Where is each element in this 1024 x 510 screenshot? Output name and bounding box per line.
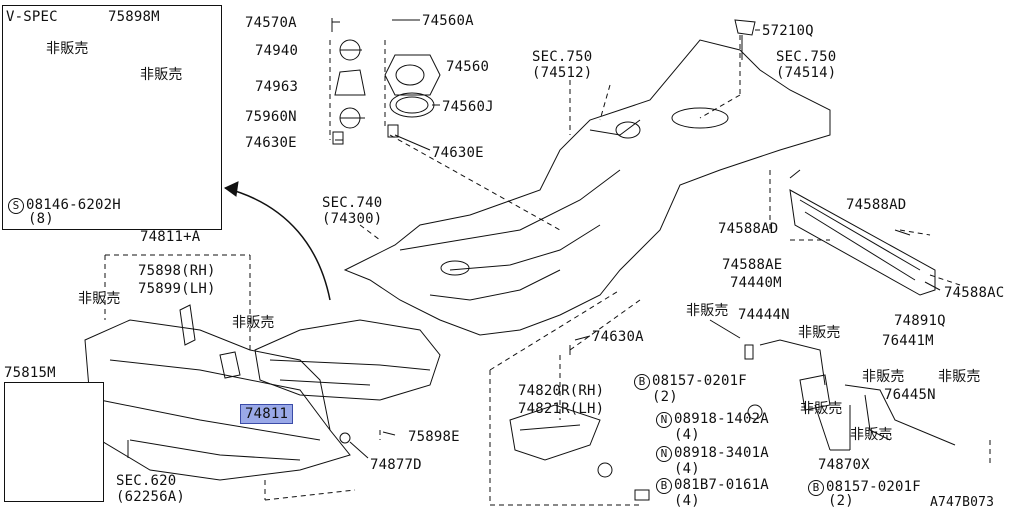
part-label-75898RH[interactable]: 75898(RH) <box>138 263 216 279</box>
part-label-74891Q[interactable]: 74891Q <box>894 313 946 329</box>
part-label-74963[interactable]: 74963 <box>255 79 299 95</box>
part-label-74877D[interactable]: 74877D <box>370 457 422 473</box>
inset-not-sold-label: 非販売 <box>46 41 89 57</box>
floor-pan-outline <box>343 39 831 336</box>
inset-bolt-part: 08146-6202H <box>26 197 121 213</box>
part-label-75960N[interactable]: 75960N <box>245 109 297 125</box>
part-label-76445N[interactable]: 76445N <box>884 387 936 403</box>
part-label-76441M[interactable]: 76441M <box>882 333 934 349</box>
part-label-74588AD[interactable]: 74588AD <box>718 221 779 237</box>
part-label-74570A[interactable]: 74570A <box>245 15 297 31</box>
n-nut-part: 08918-3401A <box>674 445 769 461</box>
tunnel-brace <box>789 189 936 296</box>
inset-not-sold-label: 非販売 <box>140 67 183 83</box>
inset-part-number: 75898M <box>108 9 160 25</box>
part-label-74588AE[interactable]: 74588AE <box>722 257 783 273</box>
b-bolt-qty: (2) <box>652 389 678 405</box>
vspec-inset <box>2 5 222 230</box>
not-sold-label: 非販売 <box>800 401 843 417</box>
part-label-74821R[interactable]: 74821R(LH) <box>518 401 605 417</box>
part-label-74630A[interactable]: 74630A <box>592 329 644 345</box>
not-sold-label: 非販売 <box>78 291 121 307</box>
b-bolt-part: 081B7-0161A <box>674 477 769 493</box>
sec-620-ref: (62256A) <box>116 489 186 505</box>
sec-740-ref: (74300) <box>322 211 383 227</box>
part-label-75815M[interactable]: 75815M <box>4 365 56 381</box>
part-label-75898E[interactable]: 75898E <box>408 429 460 445</box>
n-symbol-icon: N <box>656 446 672 462</box>
sec-740-label[interactable]: SEC.740 <box>322 195 383 211</box>
not-sold-label: 非販売 <box>938 369 981 385</box>
part-label-74811A[interactable]: 74811+A <box>140 229 201 245</box>
part-label-74560A[interactable]: 74560A <box>422 13 474 29</box>
n-nut-qty: (4) <box>674 427 700 443</box>
b-symbol-icon: B <box>656 478 672 494</box>
part-label-74560J[interactable]: 74560J <box>442 99 494 115</box>
part-label-74440M[interactable]: 74440M <box>730 275 782 291</box>
part-label-75899LH[interactable]: 75899(LH) <box>138 281 216 297</box>
not-sold-label: 非販売 <box>862 369 905 385</box>
not-sold-label: 非販売 <box>686 303 729 319</box>
b-bolt-part: 08157-0201F <box>826 479 921 495</box>
sec-750-label[interactable]: SEC.750 <box>776 49 837 65</box>
sec-750-label[interactable]: SEC.750 <box>532 49 593 65</box>
part-label-74588AD[interactable]: 74588AD <box>846 197 907 213</box>
part-label-74630E[interactable]: 74630E <box>432 145 484 161</box>
sec-620-label[interactable]: SEC.620 <box>116 473 177 489</box>
part-label-74811-highlighted[interactable]: 74811 <box>240 404 294 424</box>
b-bolt-qty: (4) <box>674 493 700 509</box>
inset-bolt-qty: (8) <box>28 211 54 227</box>
not-sold-label: 非販売 <box>232 315 275 331</box>
n-symbol-icon: N <box>656 412 672 428</box>
n-nut-part: 08918-1402A <box>674 411 769 427</box>
b-symbol-icon: B <box>634 374 650 390</box>
part-label-74560[interactable]: 74560 <box>446 59 490 75</box>
part-label-74444N[interactable]: 74444N <box>738 307 790 323</box>
diagram-id: A747B073 <box>930 495 995 510</box>
warning-label-box <box>4 382 104 502</box>
sec-750-ref: (74514) <box>776 65 837 81</box>
part-label-57210Q[interactable]: 57210Q <box>762 23 814 39</box>
part-label-74940[interactable]: 74940 <box>255 43 299 59</box>
part-label-74630E[interactable]: 74630E <box>245 135 297 151</box>
not-sold-label: 非販売 <box>798 325 841 341</box>
b-symbol-icon: B <box>808 480 824 496</box>
b-bolt-part: 08157-0201F <box>652 373 747 389</box>
sec-750-ref: (74512) <box>532 65 593 81</box>
inset-title: V-SPEC <box>6 9 58 25</box>
part-label-74870X[interactable]: 74870X <box>818 457 870 473</box>
front-under-cover <box>84 319 351 481</box>
s-symbol-icon: S <box>8 198 24 214</box>
b-bolt-qty: (2) <box>828 493 854 509</box>
not-sold-label: 非販売 <box>850 427 893 443</box>
part-label-74588AC[interactable]: 74588AC <box>944 285 1005 301</box>
n-nut-qty: (4) <box>674 461 700 477</box>
part-label-74820R[interactable]: 74820R(RH) <box>518 383 605 399</box>
